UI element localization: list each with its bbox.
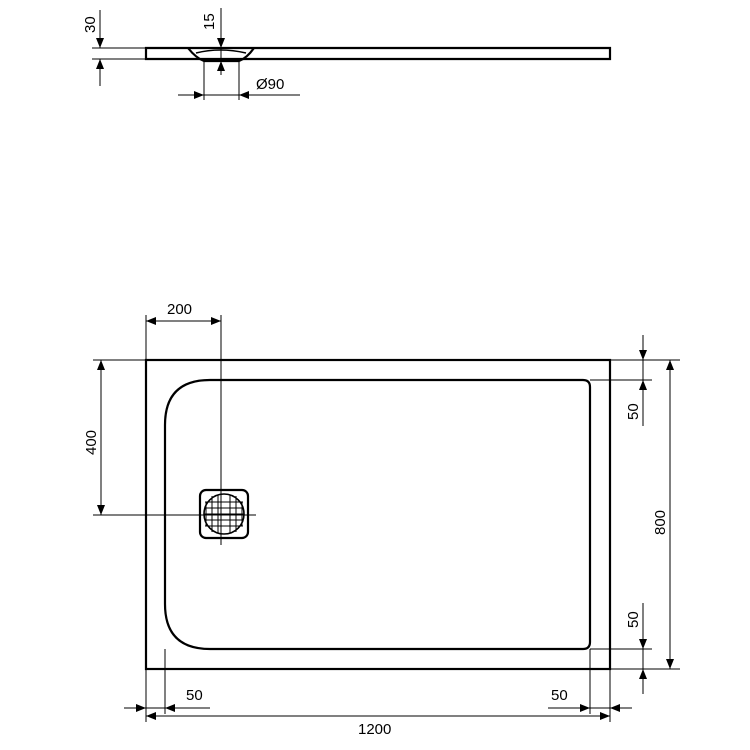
rim-top-label: 50 xyxy=(625,403,642,420)
width-arrow-left xyxy=(146,712,156,720)
rim-right-arrow-b xyxy=(610,704,620,712)
rim-top-arrow-b xyxy=(639,380,647,390)
thickness-arrow-bottom xyxy=(96,59,104,69)
rim-right-arrow-a xyxy=(580,704,590,712)
drain-depth-label: 15 xyxy=(201,13,218,30)
rim-bottom-label: 50 xyxy=(625,611,642,628)
diameter-arrow-left xyxy=(194,91,204,99)
offset-x-label: 200 xyxy=(167,301,192,318)
depth-label: 800 xyxy=(652,510,669,535)
rim-left-label: 50 xyxy=(186,687,203,704)
offset-y-arrow-bottom xyxy=(97,505,105,515)
offset-y-arrow-top xyxy=(97,360,105,370)
rim-left-arrow-a xyxy=(136,704,146,712)
offset-y-label: 400 xyxy=(83,430,100,455)
rim-left-arrow-b xyxy=(165,704,175,712)
rim-right-label: 50 xyxy=(551,687,568,704)
depth-arrow-top xyxy=(666,360,674,370)
tray-inner-basin xyxy=(163,378,592,651)
depth-arrow-bottom xyxy=(666,659,674,669)
tray-side-profile xyxy=(144,46,612,61)
rim-bottom-arrow-a xyxy=(639,639,647,649)
rim-top-arrow-a xyxy=(639,350,647,360)
rim-bottom-arrow-b xyxy=(639,669,647,679)
thickness-label: 30 xyxy=(82,16,99,33)
drain-depth-arrow-bottom xyxy=(217,61,225,71)
drain-depth-arrow-top xyxy=(217,38,225,48)
offset-x-arrow-left xyxy=(146,317,156,325)
width-arrow-right xyxy=(600,712,610,720)
diameter-arrow-right xyxy=(239,91,249,99)
plan-view: 200 400 50 50 800 xyxy=(83,301,680,738)
offset-x-arrow-right xyxy=(211,317,221,325)
drain-grate xyxy=(198,488,250,540)
width-label: 1200 xyxy=(358,721,391,738)
drain-square xyxy=(198,488,250,540)
side-view: 30 15 Ø90 xyxy=(82,8,612,100)
diameter-label: Ø90 xyxy=(256,76,284,93)
drain-grid xyxy=(204,495,244,533)
thickness-arrow-top xyxy=(96,38,104,48)
